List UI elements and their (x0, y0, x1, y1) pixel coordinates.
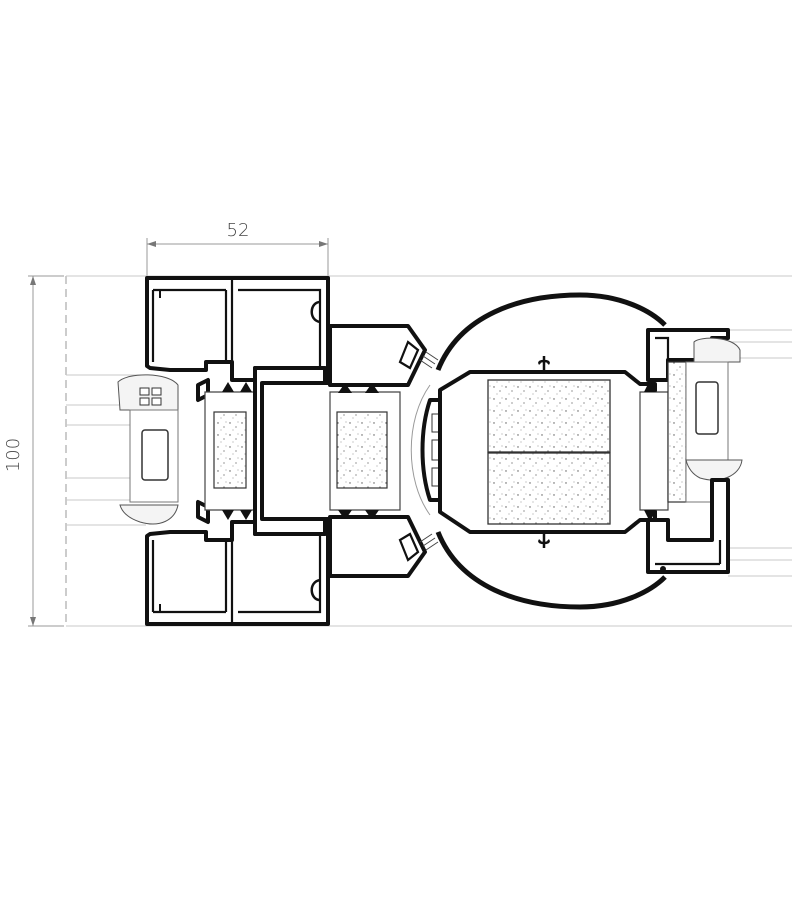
right-seal-top (693, 337, 741, 363)
seal-cell-2 (151, 387, 162, 396)
round-sash-inner-curve (410, 384, 431, 516)
frame-top-clip (310, 300, 321, 324)
width-dimension: 52 (146, 220, 329, 276)
centre-break-bottom-teeth (338, 510, 379, 520)
mullion-blocks (328, 324, 439, 578)
frame-top-right-chamber (238, 288, 322, 378)
frame-right-top-inner (655, 336, 670, 360)
width-dimension-label: 52 (227, 220, 250, 241)
round-sash-bottom-arc (435, 531, 667, 610)
centre-thermal-break (329, 383, 401, 520)
width-arrow-left (147, 241, 156, 247)
height-dimension: 100 (3, 275, 64, 627)
left-break-foam (213, 411, 247, 489)
frame-bottom-left-chamber (151, 540, 228, 614)
mullion-bottom-brush (419, 533, 439, 551)
left-sash-core (253, 366, 327, 536)
mullion-top-block (328, 324, 427, 387)
mullion-bottom-block (328, 515, 427, 578)
right-thermal-break (639, 380, 669, 522)
mullion-bottom-notch (398, 532, 420, 562)
right-seal-bottom (685, 459, 743, 481)
mullion-top-notch (398, 340, 420, 370)
seal-cell-1 (139, 387, 150, 396)
left-break-bottom-teeth (222, 510, 252, 520)
frame-bottom-hook (153, 604, 161, 613)
frame-top-hook (153, 289, 161, 298)
left-break-top-teeth (222, 382, 252, 392)
left-thermal-break (196, 366, 327, 536)
frame-right-bottom (646, 478, 730, 574)
round-sash-foam-top (487, 379, 611, 453)
left-bead-chamber (141, 429, 169, 481)
left-glazing-bead (117, 374, 179, 525)
frame-right-bottom-inner (655, 540, 722, 566)
round-sash (410, 292, 667, 610)
right-bead-chamber (695, 381, 719, 435)
left-seal-bottom (119, 504, 179, 525)
height-arrow-bottom (30, 617, 36, 626)
centre-break-top-teeth (338, 383, 379, 393)
right-break-strip (639, 391, 669, 511)
height-dimension-label: 100 (3, 438, 24, 472)
mullion-top-brush (419, 351, 439, 369)
seal-cell-4 (151, 397, 162, 406)
round-sash-foam-bottom (487, 452, 611, 525)
width-arrow-right (319, 241, 328, 247)
round-sash-top-arc (435, 292, 667, 371)
right-glass-spacer (667, 361, 687, 503)
height-arrow-top (30, 276, 36, 285)
frame-bottom-clip (310, 578, 321, 602)
frame-right (646, 328, 743, 574)
frame-top-left-chamber (151, 288, 228, 362)
seal-cell-3 (139, 397, 150, 406)
centre-break-foam (336, 411, 388, 489)
frame-right-pin (660, 566, 666, 572)
frame-bottom-right-chamber (238, 524, 322, 614)
